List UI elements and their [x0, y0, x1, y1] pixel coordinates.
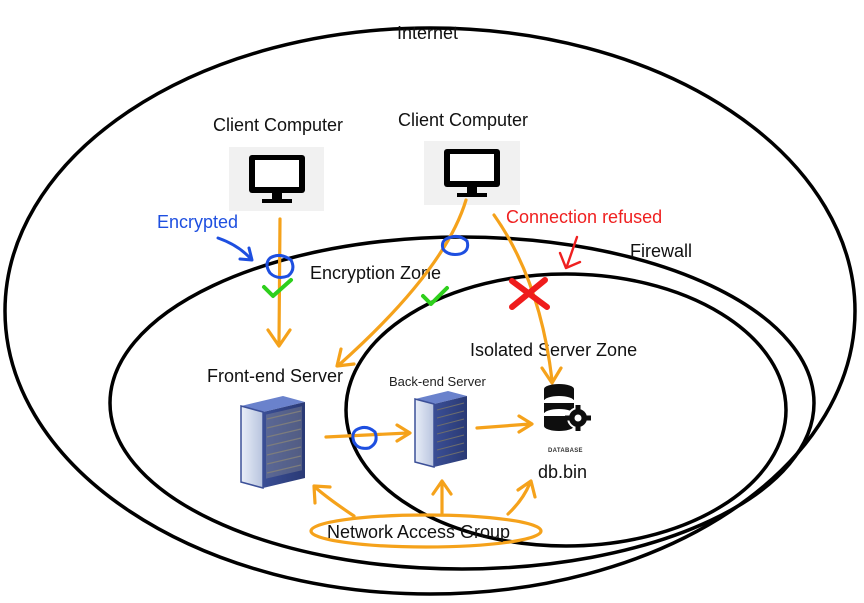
- network-access-group-outline: [309, 513, 543, 549]
- encryption-marker-right: [440, 234, 470, 256]
- internet-zone: [3, 26, 857, 596]
- internet-label: Internet: [397, 23, 458, 43]
- backend-to-database-arrowhead: [517, 414, 534, 434]
- monitor-icon: [424, 141, 520, 205]
- front-end-server-label: Front-end Server: [207, 366, 343, 386]
- encrypted-label: Encrypted: [157, 212, 238, 232]
- checkmark-icon: [262, 278, 293, 298]
- db-file-label: db.bin: [538, 462, 587, 482]
- nag-to-database-arrowhead: [516, 479, 537, 499]
- back-end-server-label: Back-end Server: [389, 374, 486, 389]
- server-rack-icon: [240, 396, 305, 489]
- right-client-to-database-arrowhead: [540, 366, 563, 385]
- isolated-server-zone: [344, 272, 788, 548]
- right-client-to-frontend-arrowhead: [335, 347, 356, 368]
- encryption-zone-label: Encryption Zone: [310, 263, 441, 283]
- client-computer-right-label: Client Computer: [398, 110, 528, 130]
- backend-to-database-line: [475, 422, 532, 430]
- nag-to-frontend-line: [314, 486, 356, 518]
- encrypted-pointer-arrow: [216, 236, 252, 260]
- server-rack-icon: [414, 391, 467, 468]
- database-caption: DATABASE: [548, 448, 583, 454]
- client-computer-left-label: Client Computer: [213, 115, 343, 135]
- firewall-label: Firewall: [630, 241, 692, 261]
- frontend-to-backend-arrowhead: [395, 423, 412, 443]
- refused-pointer-arrowhead: [558, 251, 582, 270]
- connection-refused-label: Connection refused: [506, 207, 662, 227]
- nag-to-database-line: [506, 481, 532, 516]
- left-client-to-frontend-arrowhead: [266, 328, 292, 348]
- refused-pointer-arrow: [565, 235, 579, 268]
- encryption-marker-backend: [351, 425, 378, 450]
- nag-to-backend-arrowhead: [431, 479, 453, 496]
- checkmark-icon: [421, 286, 449, 306]
- isolated-server-zone-label: Isolated Server Zone: [470, 340, 637, 360]
- nag-to-frontend-arrowhead: [312, 484, 332, 505]
- monitor-icon: [229, 147, 324, 211]
- network-access-group-label: Network Access Group: [327, 522, 510, 542]
- right-client-to-frontend-line: [338, 198, 468, 366]
- database-gear-icon: [544, 384, 591, 431]
- encryption-marker-left: [265, 253, 295, 279]
- left-client-to-frontend-line: [277, 217, 282, 345]
- frontend-to-backend-line: [324, 431, 410, 439]
- red-x-icon: [509, 277, 550, 310]
- encrypted-pointer-arrowhead: [238, 246, 254, 262]
